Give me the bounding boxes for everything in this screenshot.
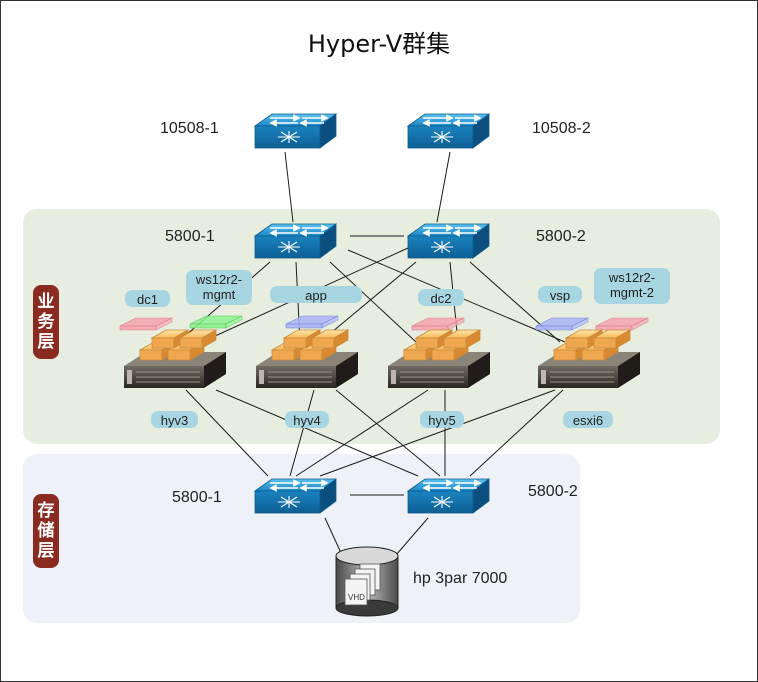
business-switch-2-icon (407, 223, 490, 259)
storage-layer-char: 储 (37, 521, 55, 541)
vm-label-mgmt2: ws12r2- mgmt-2 (594, 268, 670, 304)
business-layer-char: 层 (37, 332, 55, 352)
core-switch-2-label: 10508-2 (532, 120, 591, 137)
business-layer-char: 务 (37, 312, 55, 332)
business-switch-1-label: 5800-1 (165, 228, 215, 245)
vm-label-app: app (270, 286, 362, 303)
core-switch-1-label: 10508-1 (160, 120, 219, 137)
host-label-hyv3: hyv3 (151, 411, 198, 428)
storage-array-label: hp 3par 7000 (413, 570, 508, 587)
business-layer-char: 业 (37, 292, 55, 312)
core-switch-1-icon (254, 113, 337, 149)
core-switch-2-icon (407, 113, 490, 149)
storage-switch-2-label: 5800-2 (528, 483, 578, 500)
business-layer-tag: 业 务 层 (33, 285, 59, 359)
storage-layer-char: 存 (37, 501, 55, 521)
storage-layer-char: 层 (37, 541, 55, 561)
page-title: Hyper-V群集 (307, 30, 451, 58)
vm-label-dc1: dc1 (125, 290, 170, 307)
business-switch-2-label: 5800-2 (536, 228, 586, 245)
storage-switch-1-label: 5800-1 (172, 489, 222, 506)
storage-disk-label: VHD (348, 593, 365, 602)
vm-label-mgmt: ws12r2- mgmt (186, 270, 252, 305)
storage-switch-2-icon (407, 478, 490, 514)
host-label-esxi6: esxi6 (563, 411, 613, 428)
storage-array-icon: VHD (335, 546, 399, 617)
host-label-hyv4: hyv4 (285, 411, 329, 428)
host-label-hyv5: hyv5 (420, 411, 464, 428)
business-switch-1-icon (254, 223, 337, 259)
vm-label-dc2: dc2 (418, 289, 464, 306)
storage-switch-1-icon (254, 478, 337, 514)
storage-layer-tag: 存 储 层 (33, 494, 59, 568)
vm-label-vsp: vsp (538, 286, 582, 303)
